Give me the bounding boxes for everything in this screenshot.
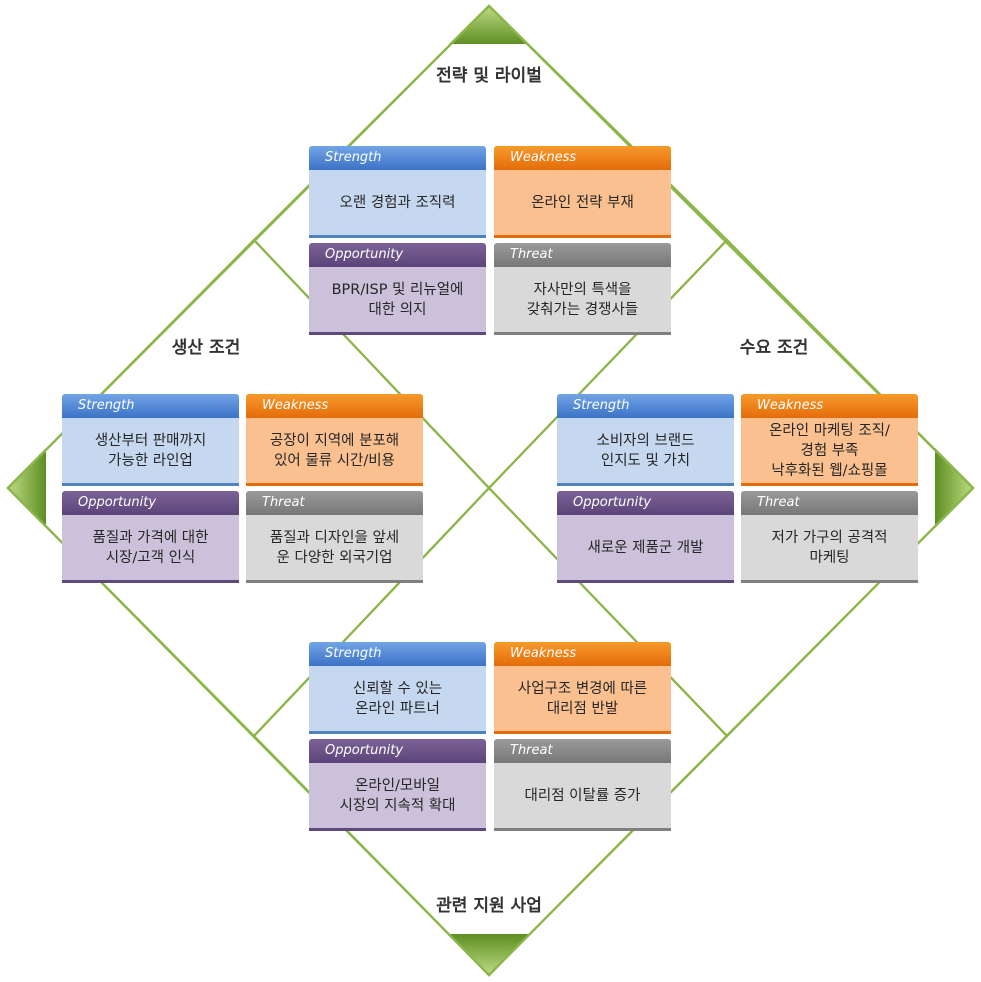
bottom-strength-cell: Strength 신뢰할 수 있는 온라인 파트너 bbox=[309, 642, 486, 734]
threat-header: Threat bbox=[494, 739, 671, 763]
strength-header: Strength bbox=[309, 642, 486, 666]
weakness-text: 온라인 전략 부재 bbox=[494, 170, 671, 238]
bottom-opportunity-cell: Opportunity 온라인/모바일 시장의 지속적 확대 bbox=[309, 739, 486, 831]
threat-header: Threat bbox=[246, 491, 423, 515]
strength-text: 신뢰할 수 있는 온라인 파트너 bbox=[309, 666, 486, 734]
strength-header: Strength bbox=[557, 394, 734, 418]
strength-text: 생산부터 판매까지 가능한 라인업 bbox=[62, 418, 239, 486]
left-opportunity-cell: Opportunity 품질과 가격에 대한 시장/고객 인식 bbox=[62, 491, 239, 583]
right-strength-cell: Strength 소비자의 브랜드 인지도 및 가치 bbox=[557, 394, 734, 486]
opportunity-header: Opportunity bbox=[309, 739, 486, 763]
title-top: 전략 및 라이벌 bbox=[436, 66, 542, 86]
right-weakness-cell: Weakness 온라인 마케팅 조직/ 경험 부족 낙후화된 웹/쇼핑몰 bbox=[741, 394, 918, 486]
opportunity-header: Opportunity bbox=[309, 243, 486, 267]
top-strength-cell: Strength 오랜 경험과 조직력 bbox=[309, 146, 486, 238]
arrow-right-icon bbox=[935, 448, 975, 528]
weakness-text: 공장이 지역에 분포해 있어 물류 시간/비용 bbox=[246, 418, 423, 486]
opportunity-text: BPR/ISP 및 리뉴얼에 대한 의지 bbox=[309, 267, 486, 335]
weakness-header: Weakness bbox=[494, 146, 671, 170]
title-right: 수요 조건 bbox=[739, 338, 809, 358]
left-threat-cell: Threat 품질과 디자인을 앞세 운 다양한 외국기업 bbox=[246, 491, 423, 583]
weakness-text: 사업구조 변경에 따른 대리점 반발 bbox=[494, 666, 671, 734]
strength-text: 소비자의 브랜드 인지도 및 가치 bbox=[557, 418, 734, 486]
weakness-text: 온라인 마케팅 조직/ 경험 부족 낙후화된 웹/쇼핑몰 bbox=[741, 418, 918, 486]
opportunity-text: 온라인/모바일 시장의 지속적 확대 bbox=[309, 763, 486, 831]
bottom-threat-cell: Threat 대리점 이탈률 증가 bbox=[494, 739, 671, 831]
title-bottom: 관련 지원 사업 bbox=[436, 896, 542, 916]
left-weakness-cell: Weakness 공장이 지역에 분포해 있어 물류 시간/비용 bbox=[246, 394, 423, 486]
arrow-left-icon bbox=[6, 448, 46, 528]
right-threat-cell: Threat 저가 가구의 공격적 마케팅 bbox=[741, 491, 918, 583]
threat-header: Threat bbox=[494, 243, 671, 267]
top-opportunity-cell: Opportunity BPR/ISP 및 리뉴얼에 대한 의지 bbox=[309, 243, 486, 335]
weakness-header: Weakness bbox=[246, 394, 423, 418]
opportunity-header: Opportunity bbox=[557, 491, 734, 515]
threat-header: Threat bbox=[741, 491, 918, 515]
threat-text: 저가 가구의 공격적 마케팅 bbox=[741, 515, 918, 583]
arrow-bottom-icon bbox=[449, 934, 529, 977]
opportunity-header: Opportunity bbox=[62, 491, 239, 515]
strength-header: Strength bbox=[62, 394, 239, 418]
top-weakness-cell: Weakness 온라인 전략 부재 bbox=[494, 146, 671, 238]
opportunity-text: 새로운 제품군 개발 bbox=[557, 515, 734, 583]
right-opportunity-cell: Opportunity 새로운 제품군 개발 bbox=[557, 491, 734, 583]
opportunity-text: 품질과 가격에 대한 시장/고객 인식 bbox=[62, 515, 239, 583]
threat-text: 자사만의 특색을 갖춰가는 경쟁사들 bbox=[494, 267, 671, 335]
arrow-top-icon bbox=[449, 4, 529, 44]
threat-text: 품질과 디자인을 앞세 운 다양한 외국기업 bbox=[246, 515, 423, 583]
weakness-header: Weakness bbox=[494, 642, 671, 666]
top-threat-cell: Threat 자사만의 특색을 갖춰가는 경쟁사들 bbox=[494, 243, 671, 335]
bottom-weakness-cell: Weakness 사업구조 변경에 따른 대리점 반발 bbox=[494, 642, 671, 734]
weakness-header: Weakness bbox=[741, 394, 918, 418]
strength-text: 오랜 경험과 조직력 bbox=[309, 170, 486, 238]
strength-header: Strength bbox=[309, 146, 486, 170]
left-strength-cell: Strength 생산부터 판매까지 가능한 라인업 bbox=[62, 394, 239, 486]
title-left: 생산 조건 bbox=[171, 338, 241, 358]
threat-text: 대리점 이탈률 증가 bbox=[494, 763, 671, 831]
